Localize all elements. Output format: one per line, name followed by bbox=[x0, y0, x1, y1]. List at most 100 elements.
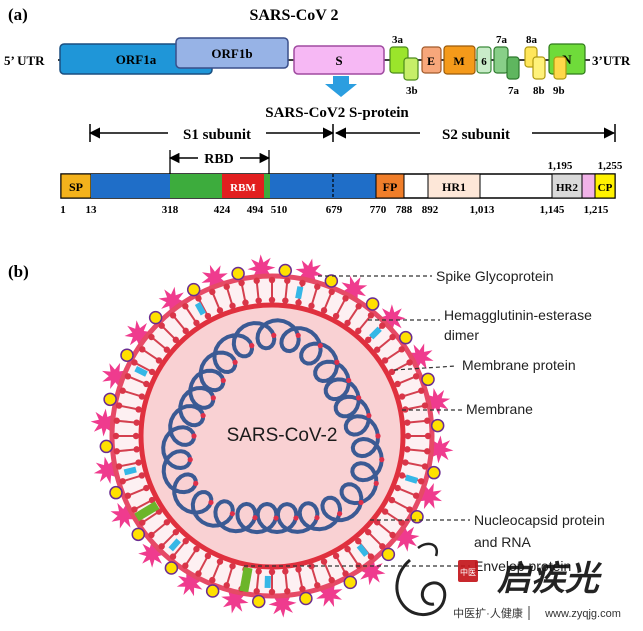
lipid-tail bbox=[116, 448, 137, 453]
lipid-tail bbox=[122, 474, 143, 483]
lipid-head-outer bbox=[328, 288, 335, 296]
he-dimer bbox=[381, 547, 396, 562]
lipid-head-inner bbox=[394, 484, 401, 492]
membrane-bilayer bbox=[112, 276, 432, 596]
panel-a-label: (a) bbox=[8, 5, 28, 24]
lipid-head-outer bbox=[158, 543, 165, 550]
lipid-head-inner bbox=[182, 327, 189, 335]
lipid-head-inner bbox=[138, 472, 146, 479]
lipid-tail bbox=[255, 280, 260, 301]
lipid-tail bbox=[160, 324, 177, 341]
position-1195: 1,195 bbox=[548, 160, 573, 172]
spike-glycoprotein bbox=[406, 343, 434, 371]
lipid-head-inner bbox=[404, 446, 411, 453]
lipid-head-outer bbox=[299, 585, 306, 593]
nucleocapsid-dot bbox=[379, 457, 385, 463]
position-1255: 1,255 bbox=[598, 160, 623, 172]
lipid-head-inner bbox=[242, 299, 249, 306]
lipid-tail bbox=[376, 521, 394, 536]
domain-sp bbox=[60, 173, 92, 199]
gene-orf1b bbox=[175, 37, 289, 69]
watermark-seal-accent bbox=[417, 542, 439, 557]
lipid-head-inner bbox=[216, 307, 224, 314]
nucleocapsid-dot bbox=[220, 377, 226, 384]
gene-e-label: E bbox=[427, 54, 435, 68]
lipid-head-outer bbox=[355, 303, 362, 310]
domain-rbd bbox=[170, 174, 222, 198]
gene-6 bbox=[476, 46, 492, 74]
lipid-head-outer bbox=[148, 531, 155, 539]
utr3-label: 3’UTR bbox=[592, 53, 631, 68]
lipid-head-inner bbox=[172, 528, 180, 536]
lipid-head-outer bbox=[158, 322, 165, 329]
lipid-head-outer bbox=[124, 373, 132, 380]
lipid-head-outer bbox=[342, 570, 349, 577]
gene-n-label: N bbox=[562, 52, 572, 67]
lipid-head-inner bbox=[344, 319, 351, 327]
s2-subunit-label: S2 subunit bbox=[442, 127, 510, 143]
he-dimer bbox=[131, 527, 146, 542]
position-318: 318 bbox=[162, 204, 179, 216]
lipid-head-outer bbox=[119, 387, 126, 394]
lipid-head-outer bbox=[113, 448, 120, 455]
he-dimers bbox=[99, 263, 445, 609]
position-1215: 1,215 bbox=[584, 204, 609, 216]
lipid-head-inner bbox=[404, 419, 411, 426]
lipid-head-inner bbox=[295, 566, 302, 573]
lipid-tail bbox=[297, 569, 304, 590]
gene-3b-label: 3b bbox=[406, 85, 418, 97]
lipid-head-outer bbox=[424, 432, 432, 440]
watermark-brand: 启疾光 bbox=[497, 560, 603, 598]
lipid-head-outer bbox=[314, 283, 321, 290]
lipid-head-outer bbox=[169, 553, 177, 560]
gene-8a-label: 8a bbox=[526, 34, 538, 46]
lipid-head-inner bbox=[133, 419, 140, 426]
nucleocapsid-dot bbox=[358, 499, 364, 506]
nucleocapsid-dot bbox=[229, 511, 235, 517]
gene-m bbox=[443, 45, 476, 75]
position-892: 892 bbox=[422, 204, 439, 216]
membrane-protein bbox=[369, 326, 382, 340]
nucleocapsid-dot bbox=[334, 359, 340, 365]
membrane-protein bbox=[123, 466, 137, 476]
gene-s-label: S bbox=[335, 53, 342, 68]
lipid-head-inner bbox=[204, 552, 212, 560]
legend-leaders bbox=[244, 275, 470, 567]
lipid-tail bbox=[122, 389, 143, 398]
lipid-head-outer bbox=[238, 279, 245, 287]
lipid-head-outer bbox=[379, 322, 386, 329]
nucleocapsid-dot bbox=[373, 480, 379, 486]
genome-title: SARS-CoV 2 bbox=[249, 7, 338, 24]
lipid-tail bbox=[197, 297, 209, 317]
lipid-head-outer bbox=[421, 463, 429, 470]
gene-6-label: 6 bbox=[481, 56, 487, 68]
lipid-tail bbox=[405, 461, 426, 468]
legend-he-line1: Hemagglutinin-esterase bbox=[444, 307, 592, 323]
lipid-tail bbox=[133, 361, 153, 373]
legend-membrane-protein: Membrane protein bbox=[462, 357, 576, 373]
lipid-tail bbox=[397, 375, 417, 385]
gene-8b-label: 8b bbox=[533, 85, 545, 97]
gene-7a bbox=[493, 46, 509, 74]
lipid-head-inner bbox=[320, 558, 328, 565]
leader-membrane-protein bbox=[393, 365, 457, 371]
nucleocapsid-dot bbox=[346, 377, 352, 384]
gene-3a-label: 3a bbox=[392, 34, 404, 46]
watermark-badge bbox=[458, 560, 478, 582]
membrane-protein bbox=[168, 538, 181, 552]
lipid-head-inner bbox=[135, 459, 142, 466]
lipid-head-outer bbox=[424, 417, 431, 424]
lipid-tail bbox=[225, 565, 234, 586]
lipid-head-inner bbox=[398, 393, 406, 400]
he-dimer bbox=[109, 485, 123, 500]
he-dimer bbox=[231, 266, 245, 281]
lipid-head-inner bbox=[229, 302, 236, 310]
lipid-tail bbox=[211, 291, 221, 311]
domain-s1-ntd bbox=[91, 174, 170, 198]
he-dimer bbox=[299, 591, 313, 606]
spike-glycoprotein bbox=[93, 456, 122, 484]
lipid-tail bbox=[116, 419, 137, 424]
lipid-head-outer bbox=[367, 312, 375, 319]
domain-cp-label: CP bbox=[598, 182, 613, 194]
